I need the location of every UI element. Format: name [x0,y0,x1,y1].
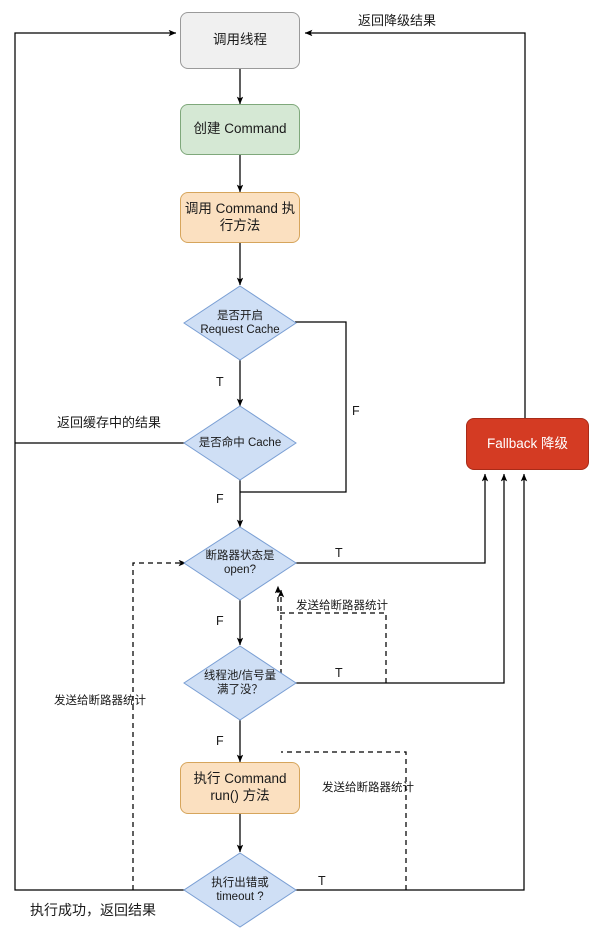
edge-stats-1-dashed [274,585,387,683]
node-fallback-label: Fallback 降级 [486,435,569,451]
node-execute-command-line1: 调用 Command 执 [184,200,296,216]
node-execute-command-line2: 行方法 [219,217,261,233]
branch-label-circuit-false: F [216,614,224,628]
edge-reqcache-false [240,321,347,493]
edge-left-rail-to-thread [14,29,177,443]
node-calling-thread[interactable]: 调用线程 [180,12,300,69]
node-run-command-line1: 执行 Command [193,771,287,787]
label-success-return-result: 执行成功，返回结果 [30,902,156,918]
edge-circuit-true-to-fallback [295,473,489,564]
node-run-command[interactable]: 执行 Command run() 方法 [180,762,300,814]
label-return-fallback-result: 返回降级结果 [358,13,437,28]
branch-label-reqcache-true: T [216,375,224,389]
edge-fallback-to-thread [304,29,526,418]
node-create-command[interactable]: 创建 Command [180,104,300,155]
branch-label-reqcache-false: F [352,404,360,418]
branch-label-circuit-true: T [335,546,343,560]
branch-label-pool-true: T [335,666,343,680]
branch-label-err-true: T [318,874,326,888]
label-send-to-circuit-stats-3: 发送给断路器统计 [322,782,414,794]
edge-stats-2-dashed [281,751,407,890]
edge-left-rail-bottom [14,443,195,891]
node-run-command-line2: run() 方法 [210,788,270,803]
label-send-to-circuit-stats-2: 发送给断路器统计 [54,695,146,707]
edge-stats-3-dashed [132,559,187,890]
node-fallback[interactable]: Fallback 降级 [466,418,589,470]
branch-label-pool-false: F [216,734,224,748]
edge-pool-true-to-fallback [295,473,508,684]
branch-label-hitcache-false: F [216,492,224,506]
label-send-to-circuit-stats-1: 发送给断路器统计 [296,600,388,612]
label-return-cached-result: 返回缓存中的结果 [57,415,162,430]
edge-errtimeout-true-to-fallback [295,473,528,891]
node-create-command-label: 创建 Command [193,121,287,137]
node-execute-command[interactable]: 调用 Command 执 行方法 [180,192,300,243]
node-calling-thread-label: 调用线程 [213,32,267,48]
